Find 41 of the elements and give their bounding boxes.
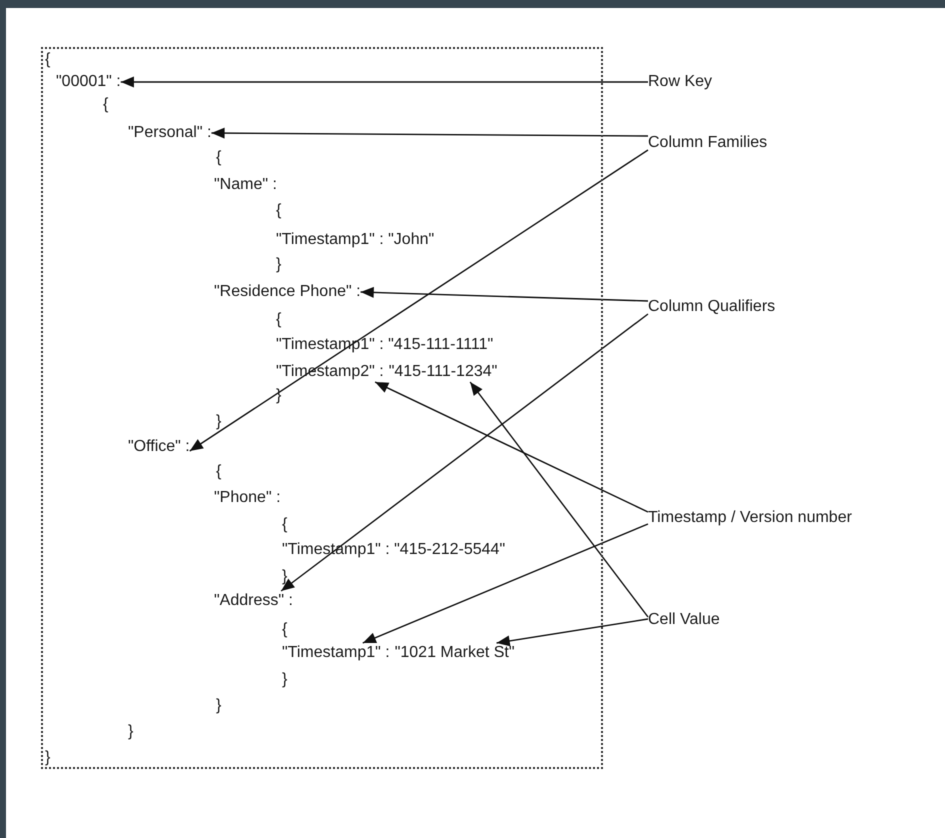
json-line: "Address" : xyxy=(214,591,293,611)
json-line: { xyxy=(276,310,282,330)
json-line: "415-111-1234" xyxy=(388,362,498,382)
callout-label: Column Families xyxy=(648,133,768,153)
arrow xyxy=(189,149,648,452)
json-line: } xyxy=(45,748,50,768)
arrow xyxy=(496,618,648,646)
json-line: } xyxy=(216,412,222,432)
arrow xyxy=(360,286,648,302)
arrow xyxy=(280,313,648,592)
json-line: "Phone" : xyxy=(214,488,281,508)
json-line: "00001" : xyxy=(56,72,121,92)
dotted-frame xyxy=(41,47,603,769)
json-line: "1021 Market St" xyxy=(394,643,515,663)
arrow xyxy=(120,76,648,88)
json-line: } xyxy=(282,567,288,587)
callout-label: Timestamp / Version number xyxy=(648,508,852,528)
json-line: "Residence Phone" : xyxy=(214,282,361,302)
json-line: { xyxy=(282,515,288,535)
json-line: "Name" : xyxy=(214,175,277,195)
json-line: { xyxy=(276,201,282,221)
callout-label: Column Qualifiers xyxy=(648,297,776,317)
json-line: "Timestamp1" : xyxy=(282,643,390,663)
json-line: { xyxy=(216,148,222,168)
json-line: } xyxy=(282,670,288,690)
json-line: } xyxy=(128,722,134,742)
arrow xyxy=(362,523,648,644)
json-line: } xyxy=(216,696,222,716)
json-line: "Office" : xyxy=(128,437,190,457)
json-line: { xyxy=(45,50,50,70)
arrow xyxy=(211,128,648,139)
json-line: { xyxy=(216,462,222,482)
json-line: { xyxy=(282,620,288,640)
arrow xyxy=(470,382,649,618)
arrow xyxy=(374,381,648,513)
callout-label: Cell Value xyxy=(648,610,720,630)
json-line: { xyxy=(103,95,108,115)
json-line: "Personal" : xyxy=(128,123,212,143)
json-line: "Timestamp1" : "John" xyxy=(276,230,434,250)
callout-label: Row Key xyxy=(648,72,712,92)
json-line: } xyxy=(276,255,282,275)
